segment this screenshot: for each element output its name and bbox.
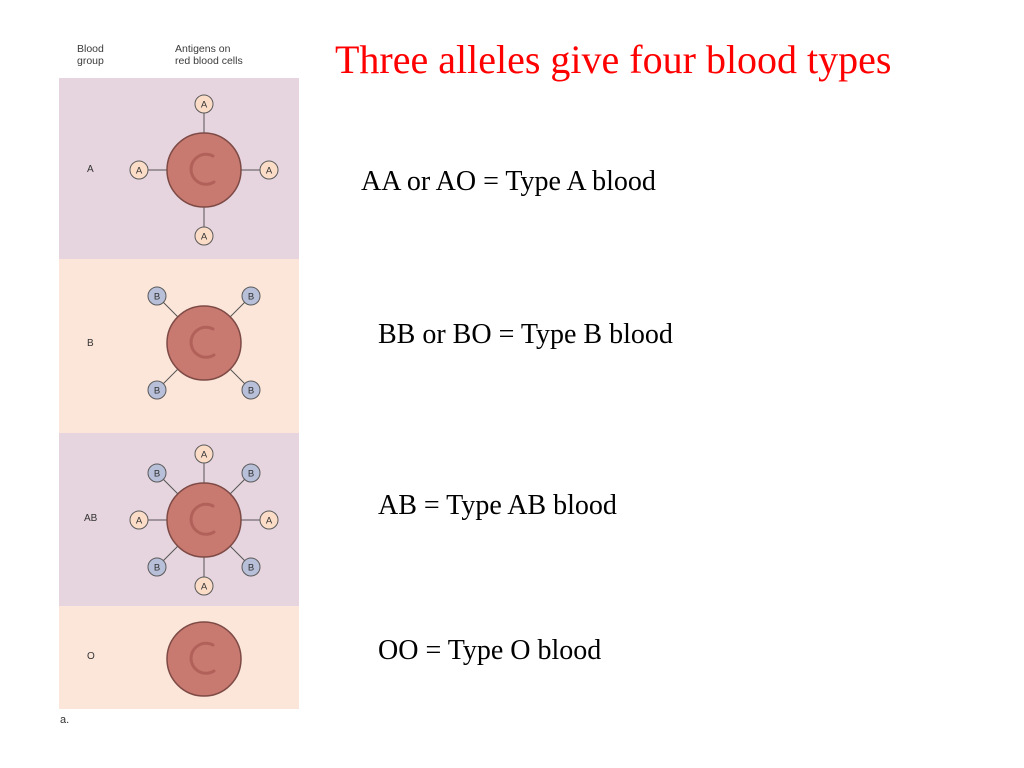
antigen-letter: A xyxy=(266,516,273,527)
genotype-line-o: OO = Type O blood xyxy=(378,635,602,666)
blood-group-column-header: Blood group xyxy=(77,43,104,67)
antigen-b-marker: B xyxy=(229,463,261,495)
genotype-line-b: BB or BO = Type B blood xyxy=(378,319,673,350)
cell-pallor-swirl xyxy=(189,152,216,186)
antigen-b-marker: B xyxy=(229,368,261,400)
cell-group-ab: A A A A B B B B xyxy=(129,444,279,596)
group-label-o: O xyxy=(87,651,95,662)
genotype-line-a: AA or AO = Type A blood xyxy=(361,166,656,197)
antigen-letter: A xyxy=(136,166,143,177)
antigen-a-marker: A xyxy=(194,94,214,133)
antigens-column-header: Antigens on red blood cells xyxy=(175,43,243,67)
antigen-letter: B xyxy=(154,386,160,397)
antigen-b-marker: B xyxy=(229,286,261,318)
antigen-letter: B xyxy=(154,469,160,480)
antigen-b-marker: B xyxy=(147,545,179,577)
antigen-letter: B xyxy=(248,469,254,480)
antigen-letter: A xyxy=(201,100,208,111)
red-blood-cell xyxy=(166,482,242,558)
genotype-line-ab: AB = Type AB blood xyxy=(378,490,617,521)
antigen-letter: B xyxy=(154,563,160,574)
antigen-letter: B xyxy=(248,292,254,303)
antigen-letter: B xyxy=(248,563,254,574)
red-blood-cell-diagram: A A A A B B B B A A A A B B B B xyxy=(129,94,279,697)
red-blood-cell xyxy=(166,132,242,208)
red-blood-cell xyxy=(166,305,242,381)
antigen-b-marker: B xyxy=(147,368,179,400)
cell-pallor-swirl xyxy=(189,325,216,359)
figure-label: a. xyxy=(60,714,70,726)
cell-group-o xyxy=(166,621,242,697)
antigen-b-marker: B xyxy=(147,463,179,495)
cell-pallor-swirl xyxy=(189,641,216,675)
antigen-a-marker: A xyxy=(241,160,279,180)
group-label-b: B xyxy=(87,338,94,349)
slide-title: Three alleles give four blood types xyxy=(335,37,892,82)
antigen-a-marker: A xyxy=(241,510,279,530)
antigen-a-marker: A xyxy=(194,444,214,483)
cell-pallor-swirl xyxy=(189,502,216,536)
group-label-a: A xyxy=(87,164,94,175)
antigen-letter: A xyxy=(201,582,208,593)
antigen-a-marker: A xyxy=(194,557,214,596)
red-blood-cell xyxy=(166,621,242,697)
antigen-a-marker: A xyxy=(194,207,214,246)
antigen-letter: A xyxy=(201,450,208,461)
antigen-letter: B xyxy=(248,386,254,397)
antigen-letter: A xyxy=(266,166,273,177)
antigen-letter: A xyxy=(136,516,143,527)
antigen-a-marker: A xyxy=(129,160,167,180)
antigen-letter: A xyxy=(201,232,208,243)
antigen-b-marker: B xyxy=(229,545,261,577)
antigen-b-marker: B xyxy=(147,286,179,318)
group-label-ab: AB xyxy=(84,513,98,524)
cell-group-b: B B B B xyxy=(147,286,261,400)
antigen-letter: B xyxy=(154,292,160,303)
antigen-a-marker: A xyxy=(129,510,167,530)
cell-group-a: A A A A xyxy=(129,94,279,246)
